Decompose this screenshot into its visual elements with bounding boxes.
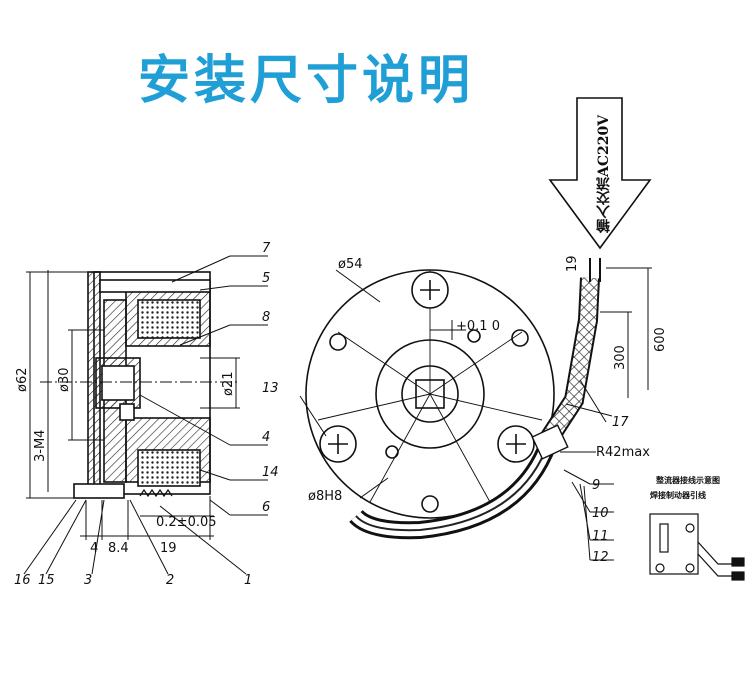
- front-dimension-text: ø54 ø8H8 +0.1 0 R42max 19 300 600: [308, 255, 668, 504]
- dim-gap: 0.2±0.05: [156, 515, 217, 530]
- front-leader-lines: [563, 379, 614, 561]
- front-view: [305, 269, 555, 519]
- dim-r42: R42max: [596, 445, 650, 460]
- front-dimension-lines: [299, 267, 652, 499]
- inset-subtitle: 焊接制动器引线: [650, 490, 706, 500]
- page-title: 安装尺寸说明: [138, 51, 475, 111]
- dim-d8h8: ø8H8: [308, 489, 342, 504]
- part-label-16: 16: [14, 573, 31, 588]
- part-label-4: 4: [262, 430, 270, 445]
- part-label-14: 14: [262, 465, 279, 480]
- rectifier-inset: [649, 513, 745, 581]
- dim-w84: 8.4: [108, 541, 129, 556]
- part-label-1: 1: [244, 573, 252, 588]
- side-part-labels: 7 5 8 4 14 6 1 2 3 15 16: [14, 241, 279, 588]
- inset-title: 整流器接线示意图: [655, 475, 720, 485]
- lead-cable: [349, 258, 601, 540]
- dim-l300: 300: [613, 345, 628, 370]
- arrow-label: 输入交流AC220V: [596, 114, 612, 233]
- part-label-2: 2: [166, 573, 174, 588]
- dim-m4: 3-M4: [33, 430, 48, 462]
- dim-l600: 600: [653, 327, 668, 352]
- part-label-5: 5: [262, 271, 270, 286]
- input-arrow: [548, 97, 652, 250]
- part-label-10: 10: [592, 506, 609, 521]
- part-label-8: 8: [262, 310, 270, 325]
- dim-d62: ø62: [15, 368, 30, 393]
- bolt-heads: [319, 271, 535, 463]
- side-dimension-lines: [26, 270, 240, 540]
- dim-d54: ø54: [338, 257, 363, 272]
- side-dimension-text: ø62 ø30 3-M4 ø21 4 8.4 19 0.2±0.05: [15, 368, 236, 557]
- dim-d21: ø21: [221, 372, 236, 397]
- dim-w19: 19: [160, 541, 177, 556]
- inset-text: 整流器接线示意图 焊接制动器引线: [650, 475, 720, 500]
- part-label-11: 11: [592, 529, 609, 544]
- part-label-7: 7: [262, 241, 271, 256]
- dim-d30: ø30: [57, 368, 72, 393]
- part-label-3: 3: [84, 573, 92, 588]
- side-leader-lines: [23, 255, 268, 575]
- dim-tolerance: +0.1 0: [456, 319, 500, 334]
- part-label-9: 9: [592, 478, 600, 493]
- part-label-6: 6: [262, 500, 270, 515]
- part-label-15: 15: [38, 573, 55, 588]
- part-label-12: 12: [592, 550, 609, 565]
- part-label-13: 13: [262, 381, 279, 396]
- part-label-17: 17: [612, 415, 629, 430]
- dim-w4: 4: [90, 541, 98, 556]
- side-section-view: [40, 271, 240, 499]
- dim-l19: 19: [565, 255, 580, 272]
- front-part-labels: 9 10 11 12 13 17: [262, 381, 629, 565]
